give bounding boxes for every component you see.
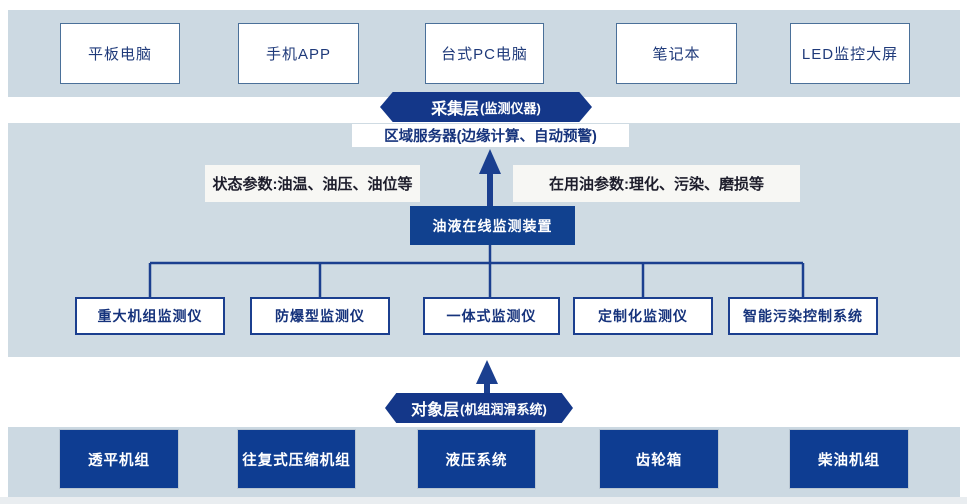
object-layer-subtitle: (机组润滑系统)	[460, 401, 547, 417]
machine-box-hydraulic-system: 液压系统	[418, 430, 535, 488]
online-monitor-device-box: 油液在线监测装置	[410, 206, 575, 245]
terminal-box-label: 笔记本	[652, 46, 701, 63]
monitor-box-label: 一体式监测仪	[446, 308, 537, 324]
collect-layer-subtitle: (监测仪器)	[480, 100, 541, 116]
machine-box-gearbox: 齿轮箱	[600, 430, 718, 488]
status-params-text: 状态参数:油温、油压、油位等	[212, 176, 413, 193]
status-params-label: 状态参数:油温、油压、油位等	[205, 165, 420, 202]
regional-server-box: 区域服务器(边缘计算、自动预警)	[352, 124, 629, 147]
terminal-box-tablet: 平板电脑	[60, 23, 180, 84]
terminal-box-desktop-pc: 台式PC电脑	[425, 23, 544, 84]
monitor-box-label: 重大机组监测仪	[97, 308, 203, 324]
machine-box-label: 柴油机组	[818, 452, 880, 469]
machine-box-label: 透平机组	[88, 452, 150, 469]
collect-layer-banner: 采集层 (监测仪器)	[380, 92, 592, 122]
terminal-box-led-screen: LED监控大屏	[790, 23, 910, 84]
monitor-box-explosion-proof: 防爆型监测仪	[250, 297, 390, 335]
online-monitor-device-label: 油液在线监测装置	[432, 217, 553, 234]
oil-params-text: 在用油参数:理化、污染、磨损等	[549, 176, 764, 193]
regional-server-label: 区域服务器(边缘计算、自动预警)	[384, 129, 597, 145]
terminal-box-laptop: 笔记本	[616, 23, 737, 84]
object-layer-title: 对象层	[411, 402, 460, 419]
terminal-box-label: LED监控大屏	[801, 46, 899, 63]
monitor-box-pollution-control: 智能污染控制系统	[728, 297, 878, 335]
machine-box-label: 液压系统	[445, 452, 508, 469]
machine-box-label: 往复式压缩机组	[242, 452, 351, 469]
machine-box-reciprocating-compressor: 往复式压缩机组	[238, 430, 355, 488]
oil-params-label: 在用油参数:理化、污染、磨损等	[513, 165, 800, 202]
bottom-edge-strip	[0, 497, 967, 504]
monitor-box-label: 定制化监测仪	[598, 308, 688, 324]
terminal-box-phone-app: 手机APP	[238, 23, 359, 84]
terminal-box-label: 台式PC电脑	[441, 46, 528, 63]
object-layer-banner: 对象层 (机组润滑系统)	[385, 393, 573, 423]
monitor-box-label: 智能污染控制系统	[743, 308, 863, 324]
machine-box-label: 齿轮箱	[635, 452, 683, 469]
terminal-box-label: 手机APP	[265, 46, 331, 63]
arrow-object-layer-head	[476, 360, 498, 384]
terminal-box-label: 平板电脑	[87, 46, 152, 63]
monitor-box-label: 防爆型监测仪	[275, 308, 365, 324]
collect-layer-title: 采集层	[431, 101, 480, 118]
monitor-box-major-unit: 重大机组监测仪	[75, 297, 225, 335]
machine-box-turbine: 透平机组	[60, 430, 178, 488]
monitor-box-customized: 定制化监测仪	[573, 297, 713, 335]
monitor-box-integrated: 一体式监测仪	[423, 297, 560, 335]
machine-box-diesel-engine: 柴油机组	[790, 430, 908, 488]
